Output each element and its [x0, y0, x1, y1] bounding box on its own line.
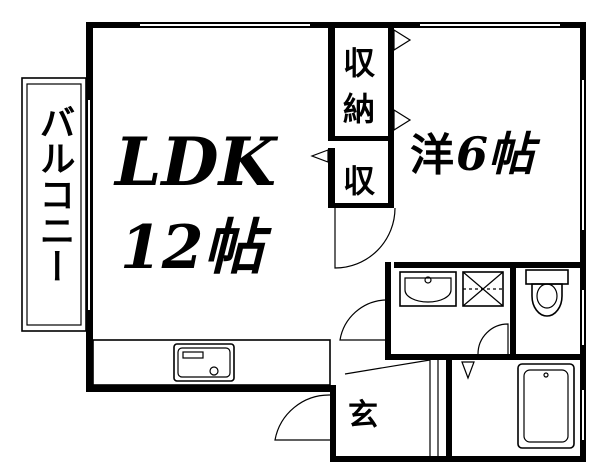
western-room-size-label: 6帖 — [456, 127, 541, 181]
washbasin — [399, 271, 457, 307]
entrance-label: 玄 — [348, 398, 378, 433]
room-labels: LDK 12帖 洋 6帖 収 納 収 玄 バルコニー — [34, 44, 542, 433]
kitchen-counter — [92, 339, 331, 386]
washing-machine-area — [462, 271, 504, 307]
windows — [88, 24, 584, 440]
storage-2-label: 収 — [343, 162, 375, 200]
storage-1-label-top: 収 — [343, 44, 375, 82]
bathtub — [517, 363, 575, 449]
ldk-name-label: LDK — [113, 123, 279, 201]
balcony-label: バルコニー — [34, 104, 75, 284]
western-room-name-label: 洋 — [410, 130, 454, 181]
doors — [274, 28, 509, 456]
ldk-size-label: 12帖 — [120, 213, 272, 283]
storage-1-label-bottom: 納 — [343, 90, 375, 128]
toilet — [525, 269, 569, 317]
